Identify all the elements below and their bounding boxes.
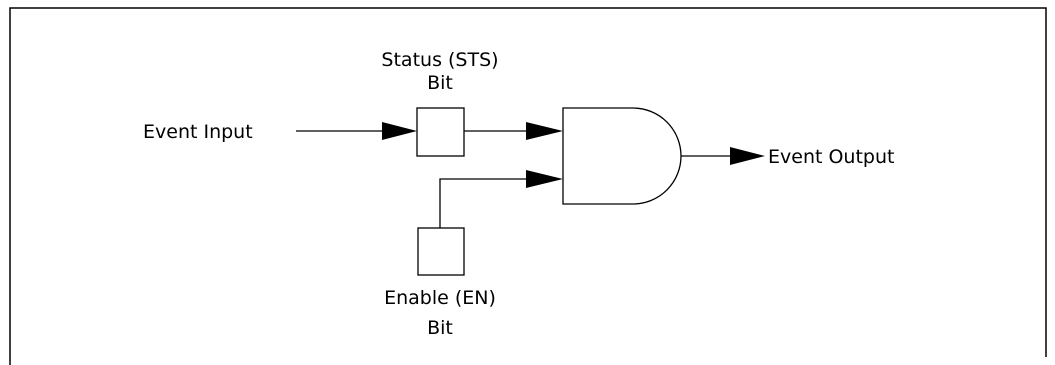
and-gate <box>562 107 682 205</box>
event-output-label: Event Output <box>768 146 894 168</box>
diagram-frame <box>9 7 1047 365</box>
enable-bit-label-line1: Enable (EN) <box>384 287 496 309</box>
event-input-label: Event Input <box>143 121 253 143</box>
status-to-gate-arrow <box>526 122 563 140</box>
enable-bit-label-line2: Bit <box>427 317 453 339</box>
enable-bit-box <box>417 227 465 276</box>
status-bit-label-line1: Status (STS) <box>381 49 498 71</box>
enable-to-gate-arrow <box>526 170 563 188</box>
event-input-arrow <box>382 122 417 140</box>
status-bit-box <box>416 107 465 157</box>
enable-to-gate-wire <box>439 178 530 228</box>
status-bit-label-line2: Bit <box>427 72 453 94</box>
gate-output-arrow <box>730 147 765 165</box>
